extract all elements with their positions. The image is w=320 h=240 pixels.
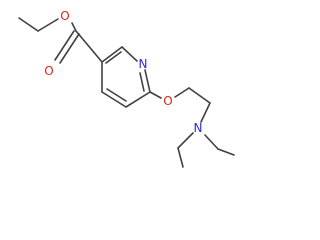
atom-label-o-ether: O [163,94,172,108]
bond-ring-c5-c4-inner [106,88,127,102]
bond-ring-c2-n1 [121,46,138,62]
bond-ring-c6-c5 [125,91,151,108]
bond-ch2-n [200,102,211,123]
bond-c6-o [149,91,162,99]
atom-label-n-amine: N [194,121,203,135]
bond-carbonyl-ring [75,30,103,63]
bond-o-carbonyl [71,22,77,32]
atom-pyridine-nitrogen: N [139,57,148,71]
bond-ring-c3-c2 [101,46,123,63]
bond-carbonyl-double-a [54,30,75,61]
bond-ethyl-ch2-o [37,18,59,32]
atom-label-o-carbonyl: O [44,64,53,78]
bond-ring-c5-c4 [101,91,127,108]
bond-ring-c3-c2-inner [105,51,122,64]
bond-ring-n1-c6 [144,69,151,93]
bond-ch2-ch2 [188,87,211,104]
bond-ring-n1-c6-inner [139,72,145,92]
bond-ethyl-right-ch3 [217,148,235,156]
atom-ester-carbonyl-oxygen: O [44,64,53,78]
bond-ethyl-left-ch3 [177,147,184,168]
atom-amine-nitrogen: N [194,121,203,135]
bond-ethyl-ch3 [18,17,39,32]
bond-carbonyl-double-b [59,33,80,64]
bond-o-ch2 [174,87,190,98]
bond-n-ethyl-right [204,134,219,150]
atom-ether-oxygen: O [163,94,172,108]
atom-label-o-ester-ether: O [60,9,69,23]
molecule-structure: O O N O N [18,9,235,168]
atom-label-n-pyridine: N [139,57,148,71]
atom-ester-ether-oxygen: O [60,9,69,23]
bond-n-ethyl-left [177,132,194,149]
